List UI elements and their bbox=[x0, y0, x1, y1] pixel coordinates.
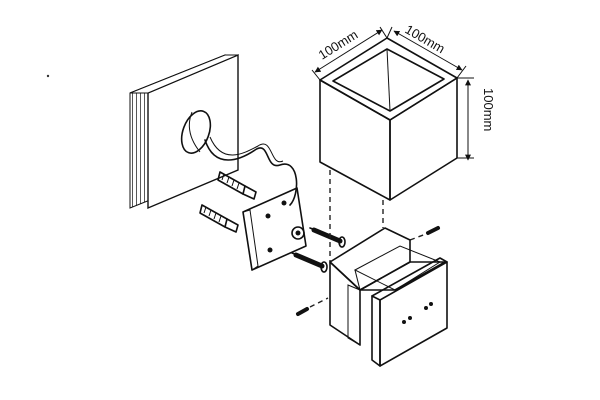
screw-icon bbox=[409, 226, 440, 241]
dimension-width-right bbox=[386, 26, 467, 79]
dimension-label: 100mm bbox=[481, 88, 496, 131]
screw-icon bbox=[309, 227, 346, 248]
dimension-width-left bbox=[311, 26, 388, 81]
wall-panel bbox=[129, 53, 239, 210]
lamp-body bbox=[329, 227, 448, 367]
dimension-height-right bbox=[457, 77, 474, 161]
cable-grommet bbox=[291, 226, 305, 240]
screw-icon bbox=[296, 297, 329, 316]
lamp-shade-cube bbox=[319, 37, 458, 201]
mounting-plate bbox=[242, 187, 307, 271]
screw-icon bbox=[291, 252, 328, 273]
power-cable bbox=[204, 139, 298, 206]
wall-hole bbox=[180, 110, 212, 154]
wall-anchor-icon bbox=[217, 171, 257, 200]
wall-anchor-icon bbox=[199, 204, 239, 233]
